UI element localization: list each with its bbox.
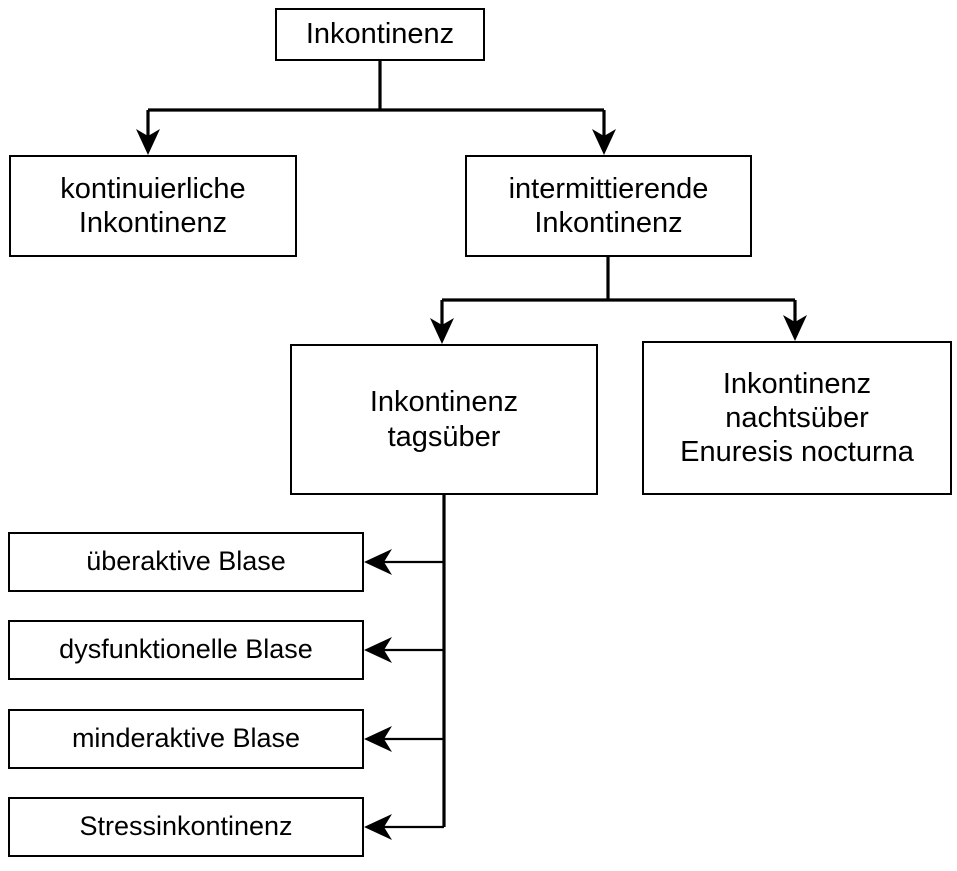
arrowhead-left-leaf-0: [364, 549, 392, 575]
arrowhead-left-leaf-2: [364, 726, 392, 752]
node-ueberaktive-blase: überaktive Blase: [8, 532, 364, 592]
node-inkontinenz-root: Inkontinenz: [275, 8, 485, 61]
arrowhead-down-continuous: [136, 129, 160, 155]
node-inkontinenz-tagsueber: Inkontinenz tagsüber: [290, 344, 598, 495]
node-inkontinenz-nachtsueber: Inkontinenz nachtsüber Enuresis nocturna: [642, 341, 952, 495]
node-stressinkontinenz: Stressinkontinenz: [8, 797, 364, 857]
arrowhead-down-nighttime: [783, 315, 807, 341]
arrowhead-down-daytime: [430, 318, 454, 344]
node-minderaktive-blase: minderaktive Blase: [8, 709, 364, 769]
arrowhead-left-leaf-1: [364, 637, 392, 663]
node-intermittierende-inkontinenz: intermittierende Inkontinenz: [465, 155, 752, 257]
arrowhead-left-leaf-3: [364, 814, 392, 840]
node-kontinuierliche-inkontinenz: kontinuierliche Inkontinenz: [9, 155, 297, 257]
arrowhead-down-intermittent: [592, 129, 616, 155]
node-dysfunktionelle-blase: dysfunktionelle Blase: [8, 620, 364, 680]
